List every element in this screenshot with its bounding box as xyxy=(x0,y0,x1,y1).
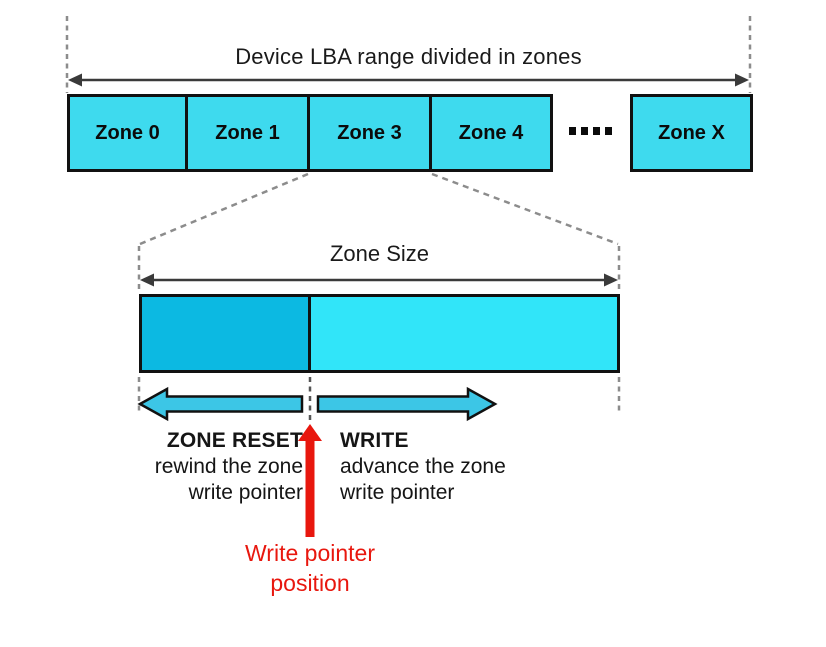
zone-reset-label-block: ZONE RESET rewind the zone write pointer xyxy=(80,428,303,506)
diagram-title: Device LBA range divided in zones xyxy=(235,44,582,69)
zone-written-region xyxy=(142,297,311,370)
zone-box-4: Zone 4 xyxy=(429,94,553,172)
write-title: WRITE xyxy=(340,429,409,452)
zone-reset-arrow-icon xyxy=(137,386,304,422)
ellipsis-dot xyxy=(569,127,576,135)
write-arrow-icon xyxy=(316,386,498,422)
write-desc-line2: write pointer xyxy=(340,481,455,504)
zone3-projection-right-dashed-line xyxy=(431,172,619,246)
zone-box-x: Zone X xyxy=(630,94,753,172)
write-pointer-label-line1: Write pointer xyxy=(245,540,375,566)
zone-size-arrowhead-right-icon xyxy=(604,273,618,287)
zone-box-1: Zone 1 xyxy=(185,94,310,172)
write-pointer-label-line2: position xyxy=(270,570,350,596)
ellipsis-dot xyxy=(581,127,588,135)
zone-reset-title: ZONE RESET xyxy=(166,429,303,452)
zone-reset-desc-line2: write pointer xyxy=(188,481,303,504)
zone-ellipsis-icon xyxy=(569,127,612,135)
zone-label: Zone 4 xyxy=(458,121,524,144)
zone-label: Zone X xyxy=(658,121,725,144)
write-desc-line1: advance the zone xyxy=(340,455,506,478)
zone-label: Zone 1 xyxy=(215,121,280,144)
ellipsis-dot xyxy=(593,127,600,135)
ellipsis-dot xyxy=(605,127,612,135)
zone-size-label: Zone Size xyxy=(329,241,430,266)
write-label-block: WRITE advance the zone write pointer xyxy=(340,428,570,506)
lba-range-arrowhead-right-icon xyxy=(735,73,749,87)
zone-reset-desc-line1: rewind the zone xyxy=(154,455,303,478)
zone-box-0: Zone 0 xyxy=(67,94,188,172)
zone-row: Zone 0 Zone 1 Zone 3 Zone 4 xyxy=(67,94,553,172)
zone-detail-bar xyxy=(139,294,620,373)
zone-label: Zone 3 xyxy=(337,121,402,144)
lba-range-arrowhead-left-icon xyxy=(68,73,82,87)
write-pointer-arrow-icon xyxy=(298,424,322,537)
zone-size-arrowhead-left-icon xyxy=(140,273,154,287)
zone-label: Zone 0 xyxy=(95,121,160,144)
zone3-projection-left-dashed-line xyxy=(139,172,309,246)
zone-box-3: Zone 3 xyxy=(307,94,432,172)
write-pointer-label: Write pointer position xyxy=(210,538,410,598)
